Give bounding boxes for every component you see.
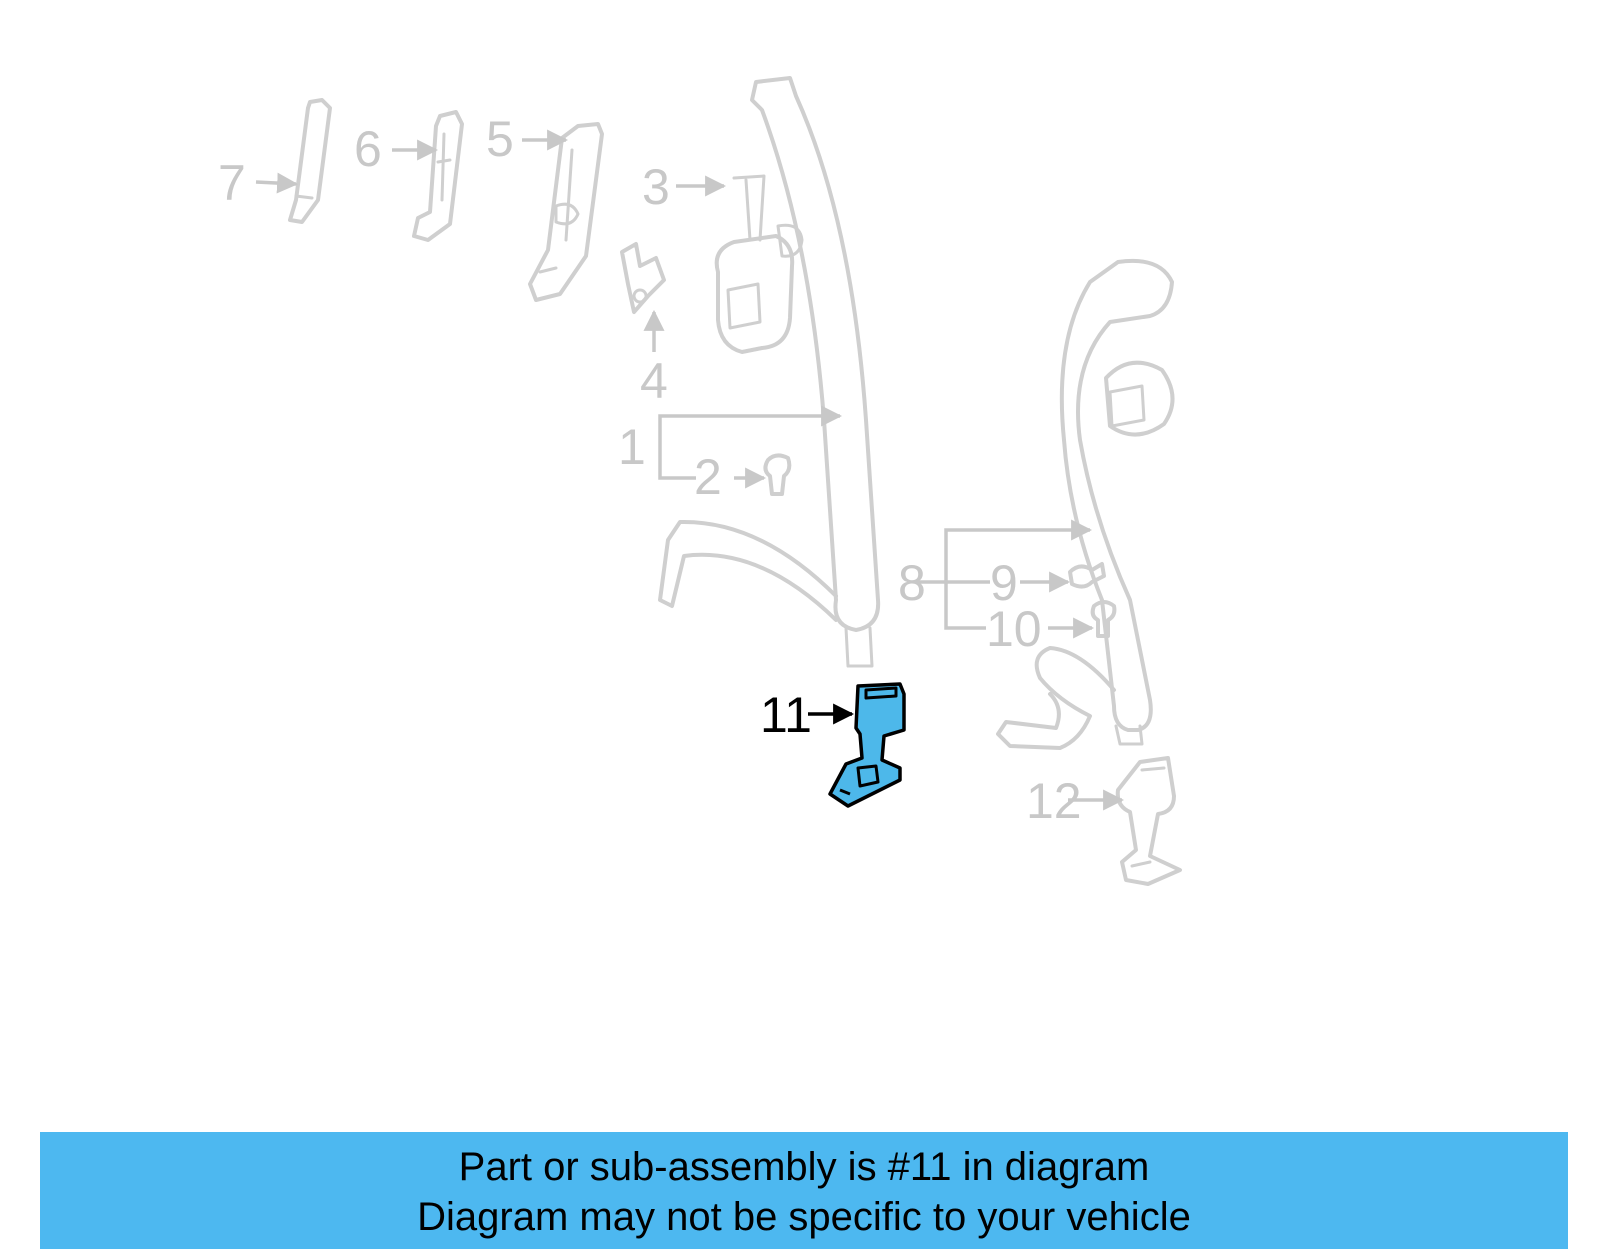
callout-3: 3	[642, 159, 670, 215]
banner-line-disclaimer: Diagram may not be specific to your vehi…	[417, 1195, 1191, 1239]
part-10-bolt	[1090, 600, 1117, 638]
part-5-height-adjuster	[528, 122, 604, 302]
banner-line-part-number: Part or sub-assembly is #11 in diagram	[458, 1145, 1150, 1189]
part-8-rear-belt	[996, 258, 1175, 750]
part-2-bolt	[763, 453, 792, 496]
part-6-bracket	[412, 110, 464, 242]
part-1-front-belt	[658, 76, 881, 668]
callout-leaders	[255, 129, 1125, 811]
part-11-buckle-highlight	[828, 682, 906, 808]
callout-12: 12	[1026, 773, 1082, 829]
part-9-bolt	[1068, 562, 1106, 589]
part-3-retractor	[714, 174, 804, 354]
callout-9: 9	[990, 555, 1018, 611]
callout-5: 5	[486, 111, 514, 167]
callout-8: 8	[898, 555, 926, 611]
callout-10: 10	[986, 601, 1042, 657]
callout-1: 1	[618, 419, 646, 475]
callout-7: 7	[218, 155, 246, 211]
callout-4: 4	[640, 353, 668, 409]
part-4-clip	[620, 242, 666, 314]
info-banner: Part or sub-assembly is #11 in diagram D…	[40, 1132, 1568, 1249]
callout-2: 2	[694, 449, 722, 505]
callout-11: 11	[760, 687, 812, 743]
part-12-rear-buckle	[1115, 756, 1182, 886]
part-7-trim-strip	[288, 98, 332, 224]
callout-6: 6	[354, 121, 382, 177]
